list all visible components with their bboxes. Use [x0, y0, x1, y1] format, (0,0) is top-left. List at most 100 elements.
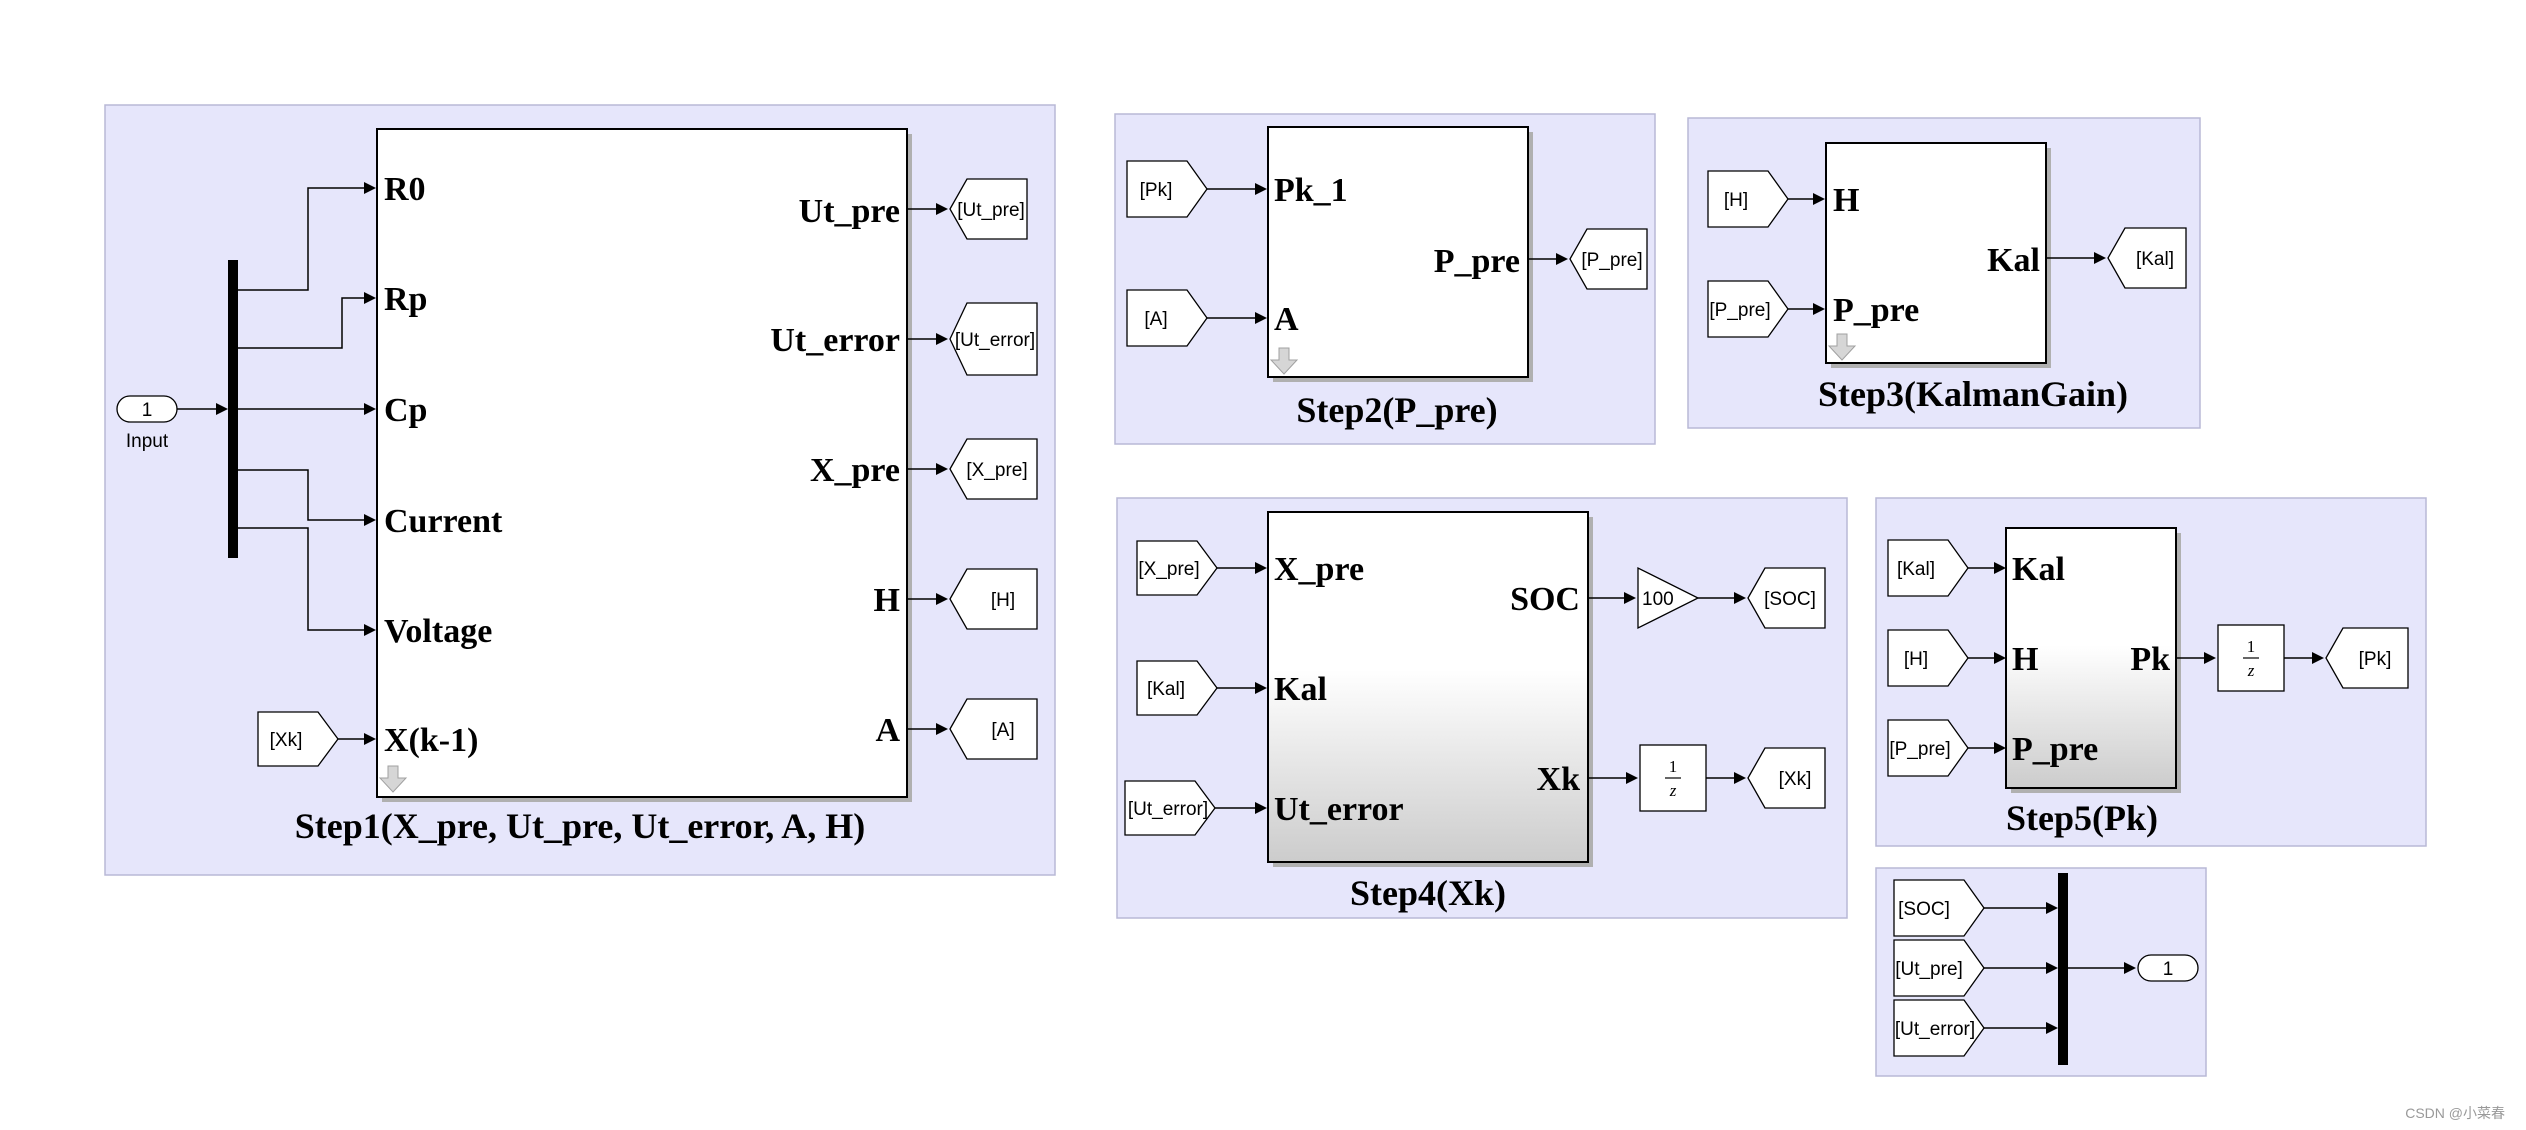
step2-out-ppre: P_pre [1434, 243, 1520, 280]
step1-in-r0: R0 [384, 171, 426, 208]
gain-block[interactable] [1637, 566, 1700, 630]
step1-in-cp: Cp [384, 392, 427, 429]
svg-text:[X_pre]: [X_pre] [966, 460, 1027, 481]
output-port[interactable] [2137, 954, 2199, 982]
step5-area[interactable]: Step5(Pk) [Kal] [H] [P_pre] Kal H P_pre … [1875, 497, 2427, 847]
goto-h-tag[interactable] [949, 568, 1038, 630]
svg-text:1: 1 [1669, 757, 1678, 776]
svg-text:[Ut_error]: [Ut_error] [955, 330, 1035, 351]
from-soc-tag[interactable] [1893, 879, 1985, 937]
step1-subsystem-block[interactable] [376, 128, 908, 798]
mux-bar[interactable] [2058, 873, 2068, 1065]
step5-in-ppre: P_pre [2012, 731, 2098, 768]
svg-text:[H]: [H] [1904, 649, 1928, 670]
step3-in-ppre: P_pre [1833, 292, 1919, 329]
from-h-tag[interactable] [1887, 629, 1969, 687]
svg-text:z: z [1669, 781, 1677, 800]
from-pk-tag[interactable] [1126, 160, 1208, 218]
svg-text:[P_pre]: [P_pre] [1709, 300, 1770, 321]
from-utpre-tag[interactable] [1893, 939, 1985, 997]
step2-area[interactable]: Step2(P_pre) [Pk] [A] Pk_1 A P_pre [P_pr… [1114, 113, 1656, 445]
from-ppre-tag[interactable] [1707, 280, 1789, 338]
step3-area[interactable]: Step3(KalmanGain) [H] [P_pre] H P_pre Ka… [1687, 117, 2201, 429]
step1-area[interactable]: Step1(X_pre, Ut_pre, Ut_error, A, H) 1 I… [104, 104, 1056, 876]
output-port-number: 1 [2163, 959, 2174, 980]
goto-a-tag[interactable] [949, 698, 1038, 760]
from-ppre-tag[interactable] [1887, 719, 1969, 777]
step4-area[interactable]: Step4(Xk) [X_pre] [Kal] [Ut_error] X_pre… [1116, 497, 1848, 919]
step1-in-xk1: X(k-1) [384, 722, 478, 759]
svg-text:[Kal]: [Kal] [2136, 249, 2174, 270]
step2-title: Step2(P_pre) [1296, 390, 1497, 430]
subsystem-down-arrow-icon [378, 765, 408, 793]
svg-text:[Pk]: [Pk] [1140, 180, 1173, 201]
step2-in-pk1: Pk_1 [1274, 172, 1348, 209]
goto-xpre-tag[interactable] [949, 438, 1038, 500]
step1-in-current: Current [384, 503, 503, 540]
step3-out-kal: Kal [1987, 242, 2040, 279]
svg-text:[Ut_pre]: [Ut_pre] [1895, 959, 1963, 980]
step4-title: Step4(Xk) [1350, 873, 1506, 913]
step3-title: Step3(KalmanGain) [1818, 374, 2128, 414]
goto-soc-tag[interactable] [1747, 567, 1826, 629]
svg-text:[Ut_pre]: [Ut_pre] [957, 200, 1025, 221]
step1-out-xpre: X_pre [810, 452, 900, 489]
svg-text:[Xk]: [Xk] [1779, 769, 1812, 790]
watermark: CSDN @小菜春 [2405, 1105, 2505, 1121]
goto-utpre-tag[interactable] [949, 178, 1028, 240]
goto-pk-tag[interactable] [2325, 627, 2409, 689]
goto-xk-tag[interactable] [1747, 747, 1826, 809]
step5-subsystem-block[interactable] [2005, 527, 2177, 789]
svg-text:[P_pre]: [P_pre] [1581, 250, 1642, 271]
step1-out-utpre: Ut_pre [799, 193, 900, 230]
svg-text:[Kal]: [Kal] [1147, 679, 1185, 700]
step1-in-rp: Rp [384, 281, 427, 318]
goto-kal-tag[interactable] [2107, 227, 2187, 289]
svg-text:[Ut_error]: [Ut_error] [1895, 1019, 1975, 1040]
step4-out-soc: SOC [1510, 581, 1580, 618]
step4-in-kal: Kal [1274, 671, 1327, 708]
step4-out-xk: Xk [1537, 761, 1581, 798]
svg-text:[P_pre]: [P_pre] [1889, 739, 1950, 760]
svg-text:z: z [2247, 661, 2255, 680]
step4-subsystem-block[interactable] [1267, 511, 1589, 863]
step5-title: Step5(Pk) [2006, 798, 2158, 838]
step1-in-voltage: Voltage [384, 613, 492, 650]
input-port-number: 1 [142, 400, 153, 421]
from-a-tag[interactable] [1126, 289, 1208, 347]
from-kal-tag[interactable] [1887, 539, 1969, 597]
goto-uterror-tag[interactable] [949, 302, 1038, 376]
step3-subsystem-block[interactable] [1825, 142, 2047, 364]
svg-text:1: 1 [2247, 637, 2256, 656]
gain-value: 100 [1642, 589, 1674, 610]
svg-text:[SOC]: [SOC] [1764, 589, 1816, 610]
svg-text:[Ut_error]: [Ut_error] [1128, 799, 1208, 820]
output-area[interactable]: [SOC] [Ut_pre] [Ut_error] 1 [1875, 867, 2207, 1077]
step2-in-a: A [1274, 301, 1299, 338]
step1-out-a: A [875, 712, 900, 749]
svg-text:[Xk]: [Xk] [270, 730, 303, 751]
step1-title: Step1(X_pre, Ut_pre, Ut_error, A, H) [295, 806, 866, 846]
svg-text:[A]: [A] [991, 720, 1014, 741]
step5-in-h: H [2012, 641, 2038, 678]
from-xpre-tag[interactable] [1136, 540, 1218, 596]
goto-ppre-tag[interactable] [1569, 228, 1648, 290]
unit-delay-block[interactable] [1639, 744, 1707, 812]
svg-text:[SOC]: [SOC] [1898, 899, 1950, 920]
subsystem-down-arrow-icon [1827, 333, 1857, 361]
from-h-tag[interactable] [1707, 170, 1789, 228]
demux-bar[interactable] [228, 260, 238, 558]
svg-text:[H]: [H] [991, 590, 1015, 611]
from-uterror-tag[interactable] [1893, 999, 1985, 1057]
from-xk-tag[interactable] [257, 711, 339, 767]
input-port-label: Input [126, 431, 169, 452]
from-kal-tag[interactable] [1136, 660, 1218, 716]
step2-subsystem-block[interactable] [1267, 126, 1529, 378]
step4-in-uterror: Ut_error [1274, 791, 1404, 828]
svg-text:[Pk]: [Pk] [2359, 649, 2392, 670]
svg-text:[H]: [H] [1724, 190, 1748, 211]
step3-in-h: H [1833, 182, 1859, 219]
step1-out-h: H [874, 582, 900, 619]
step5-out-pk: Pk [2130, 641, 2170, 678]
from-uterror-tag[interactable] [1124, 780, 1216, 836]
